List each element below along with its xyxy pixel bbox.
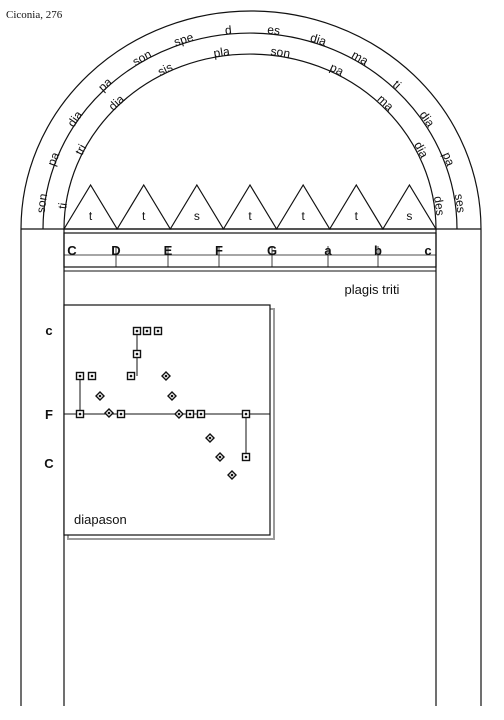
note-dot xyxy=(244,412,248,416)
outer-syllable: son xyxy=(34,192,51,213)
note-dot xyxy=(129,374,133,378)
note-scale xyxy=(63,232,437,272)
mode-label: plagis triti xyxy=(345,282,400,297)
interval-triangle xyxy=(116,183,172,230)
inner-syllable: pla xyxy=(212,44,230,60)
inner-syllable: dia xyxy=(411,139,431,160)
outer-syllable: ti xyxy=(390,77,404,91)
outer-syllable: d xyxy=(224,23,232,38)
note-dot xyxy=(156,329,160,333)
scale-note-label: G xyxy=(267,243,277,258)
outer-syllable: pa xyxy=(95,75,115,95)
note-dot xyxy=(164,374,168,378)
inner-syllable: dia xyxy=(106,92,128,114)
note-dot xyxy=(170,394,174,398)
note-dot xyxy=(244,455,248,459)
scale-note-label: F xyxy=(215,243,223,258)
outer-syllable: son xyxy=(130,47,154,69)
note-dot xyxy=(78,412,82,416)
melody-notes xyxy=(75,326,251,480)
scale-note-label: E xyxy=(164,243,173,258)
interval-label: t xyxy=(142,209,146,223)
pitch-label-c: c xyxy=(45,323,52,338)
scale-note-label: a xyxy=(324,243,332,258)
pitch-label-c-low: C xyxy=(44,456,54,471)
note-dot xyxy=(208,436,212,440)
scale-note-label: c xyxy=(424,243,431,258)
arch-middle-arc xyxy=(42,32,458,230)
staff-label: diapason xyxy=(74,512,127,527)
interval-label: t xyxy=(355,209,359,223)
interval-label: s xyxy=(194,209,200,223)
outer-syllable: spe xyxy=(172,30,195,49)
inner-syllable: pa xyxy=(328,60,347,79)
interval-triangle xyxy=(328,183,384,230)
note-dot xyxy=(145,329,149,333)
outer-syllable: es xyxy=(267,23,281,38)
interval-triangle xyxy=(222,183,278,230)
scale-band xyxy=(63,232,437,268)
interval-triangle xyxy=(62,183,119,230)
scale-note-label: C xyxy=(67,243,77,258)
note-dot xyxy=(177,412,181,416)
outer-syllable: dia xyxy=(417,108,438,130)
interval-label: t xyxy=(248,209,252,223)
inner-syllable: des xyxy=(431,195,448,216)
inner-syllable: sis xyxy=(155,60,174,79)
interval-triangle xyxy=(381,183,438,230)
note-dot xyxy=(230,473,234,477)
staff-box-frame xyxy=(63,304,271,536)
note-dot xyxy=(188,412,192,416)
note-dot xyxy=(218,455,222,459)
outer-syllable: ses xyxy=(452,193,468,214)
note-dot xyxy=(107,411,111,415)
arch xyxy=(20,10,482,230)
note-dot xyxy=(98,394,102,398)
inner-syllable: son xyxy=(270,44,292,61)
inner-syllable: ti xyxy=(55,202,70,210)
caption: Ciconia, 276 xyxy=(6,9,63,21)
outer-syllable: dia xyxy=(65,108,86,130)
arch-inner-arc xyxy=(63,53,437,230)
note-dot xyxy=(199,412,203,416)
interval-triangle xyxy=(169,183,225,230)
outer-syllable: pa xyxy=(44,150,62,168)
interval-label: t xyxy=(89,209,93,223)
note-dot xyxy=(135,329,139,333)
arch-outer-arc xyxy=(20,10,482,230)
interval-label: t xyxy=(301,209,305,223)
note-dot xyxy=(78,374,82,378)
note-dot xyxy=(135,352,139,356)
outer-syllable: pa xyxy=(440,150,458,168)
interval-triangle xyxy=(275,183,331,230)
inner-syllable: ma xyxy=(375,92,397,114)
note-dot xyxy=(119,412,123,416)
interval-label: s xyxy=(406,209,412,223)
scale-note-label: b xyxy=(374,243,382,258)
note-dot xyxy=(90,374,94,378)
scale-note-label: D xyxy=(111,243,120,258)
outer-syllable: ma xyxy=(349,48,371,69)
outer-syllable: dia xyxy=(309,30,329,48)
pitch-label-f: F xyxy=(45,407,53,422)
staff-box xyxy=(63,304,275,540)
